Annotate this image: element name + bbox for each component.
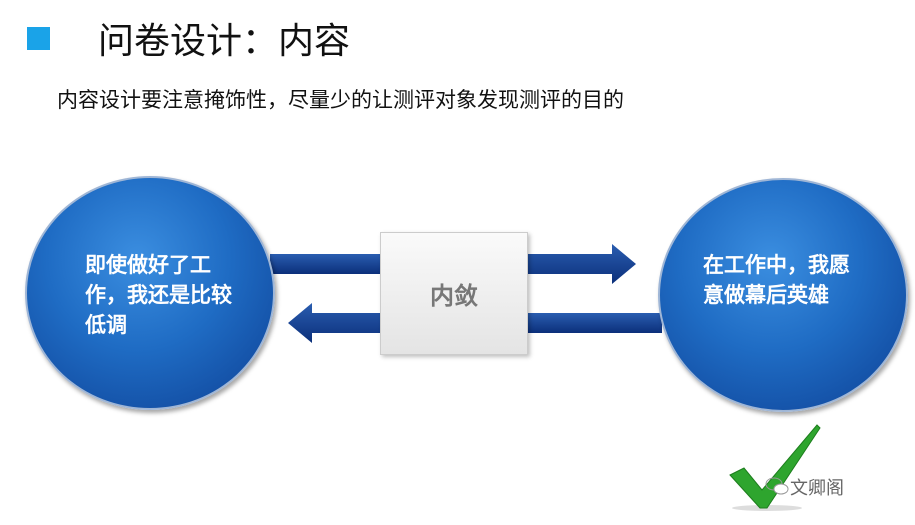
watermark: 文卿阁 [790, 478, 844, 499]
center-node-text: 内敛 [430, 282, 478, 310]
arrow-right-top [270, 244, 636, 284]
wechat-icon [765, 477, 789, 495]
arrow-left-bottom [288, 303, 662, 343]
left-node-text: 即使做好了工作，我还是比较低调 [85, 253, 232, 337]
left-circle-node [25, 176, 275, 410]
right-circle-node [658, 178, 908, 412]
slide-title: 问卷设计：内容 [98, 21, 351, 62]
slide-subtitle: 内容设计要注意掩饰性，尽量少的让测评对象发现测评的目的 [57, 88, 624, 112]
center-box-node: 内敛 [380, 232, 528, 355]
check-icon [729, 424, 821, 511]
title-bullet-square [27, 27, 50, 50]
right-node-text: 在工作中，我愿意做幕后英雄 [703, 253, 850, 307]
